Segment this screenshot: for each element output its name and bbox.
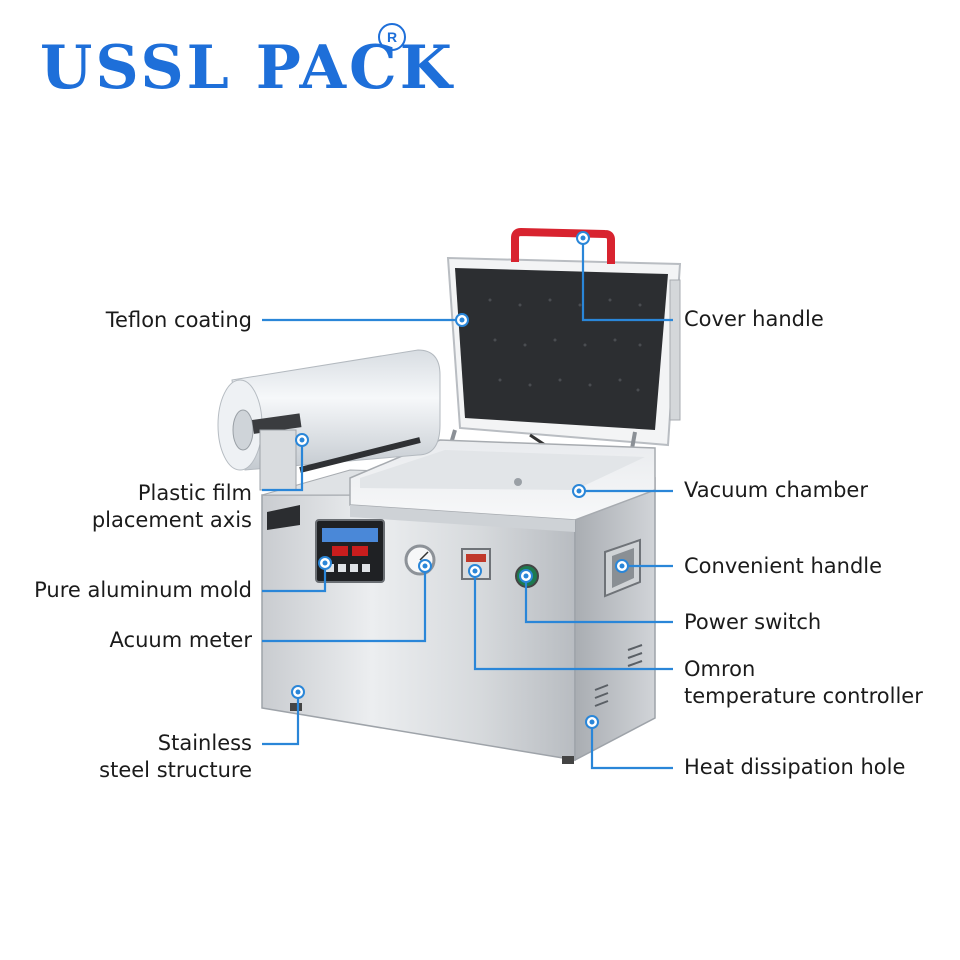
machine-lid: [446, 256, 682, 447]
heat-vents: [594, 644, 643, 707]
control-panel: [267, 505, 385, 583]
label-power-switch: Power switch: [684, 610, 822, 634]
callout-dots: [291, 231, 629, 729]
film-roll: [217, 349, 441, 491]
label-acuum-meter: Acuum meter: [109, 628, 252, 652]
label-omron-controller: Omron temperature controller: [684, 656, 923, 710]
temperature-controller: [461, 548, 491, 580]
cover-handle-shape: [511, 228, 615, 264]
label-omron-line2: temperature controller: [684, 684, 923, 708]
label-stainless-line1: Stainless: [157, 731, 252, 755]
label-cover-handle: Cover handle: [684, 307, 824, 331]
label-heat-dissipation-hole: Heat dissipation hole: [684, 755, 906, 779]
label-stainless-line2: steel structure: [99, 758, 252, 782]
label-convenient-handle: Convenient handle: [684, 554, 883, 578]
label-plastic-film: Plastic film placement axis: [92, 480, 252, 534]
label-plastic-film-line1: Plastic film: [137, 481, 252, 505]
label-omron-line1: Omron: [684, 657, 756, 681]
label-vacuum-chamber: Vacuum chamber: [684, 478, 868, 502]
registered-mark: R: [378, 23, 406, 51]
callout-lines: [262, 238, 673, 770]
label-pure-aluminum-mold: Pure aluminum mold: [34, 578, 252, 602]
label-teflon-coating: Teflon coating: [105, 308, 252, 332]
label-plastic-film-line2: placement axis: [91, 508, 252, 532]
label-stainless-steel: Stainless steel structure: [99, 730, 252, 784]
vacuum-chamber-shape: [349, 439, 656, 532]
